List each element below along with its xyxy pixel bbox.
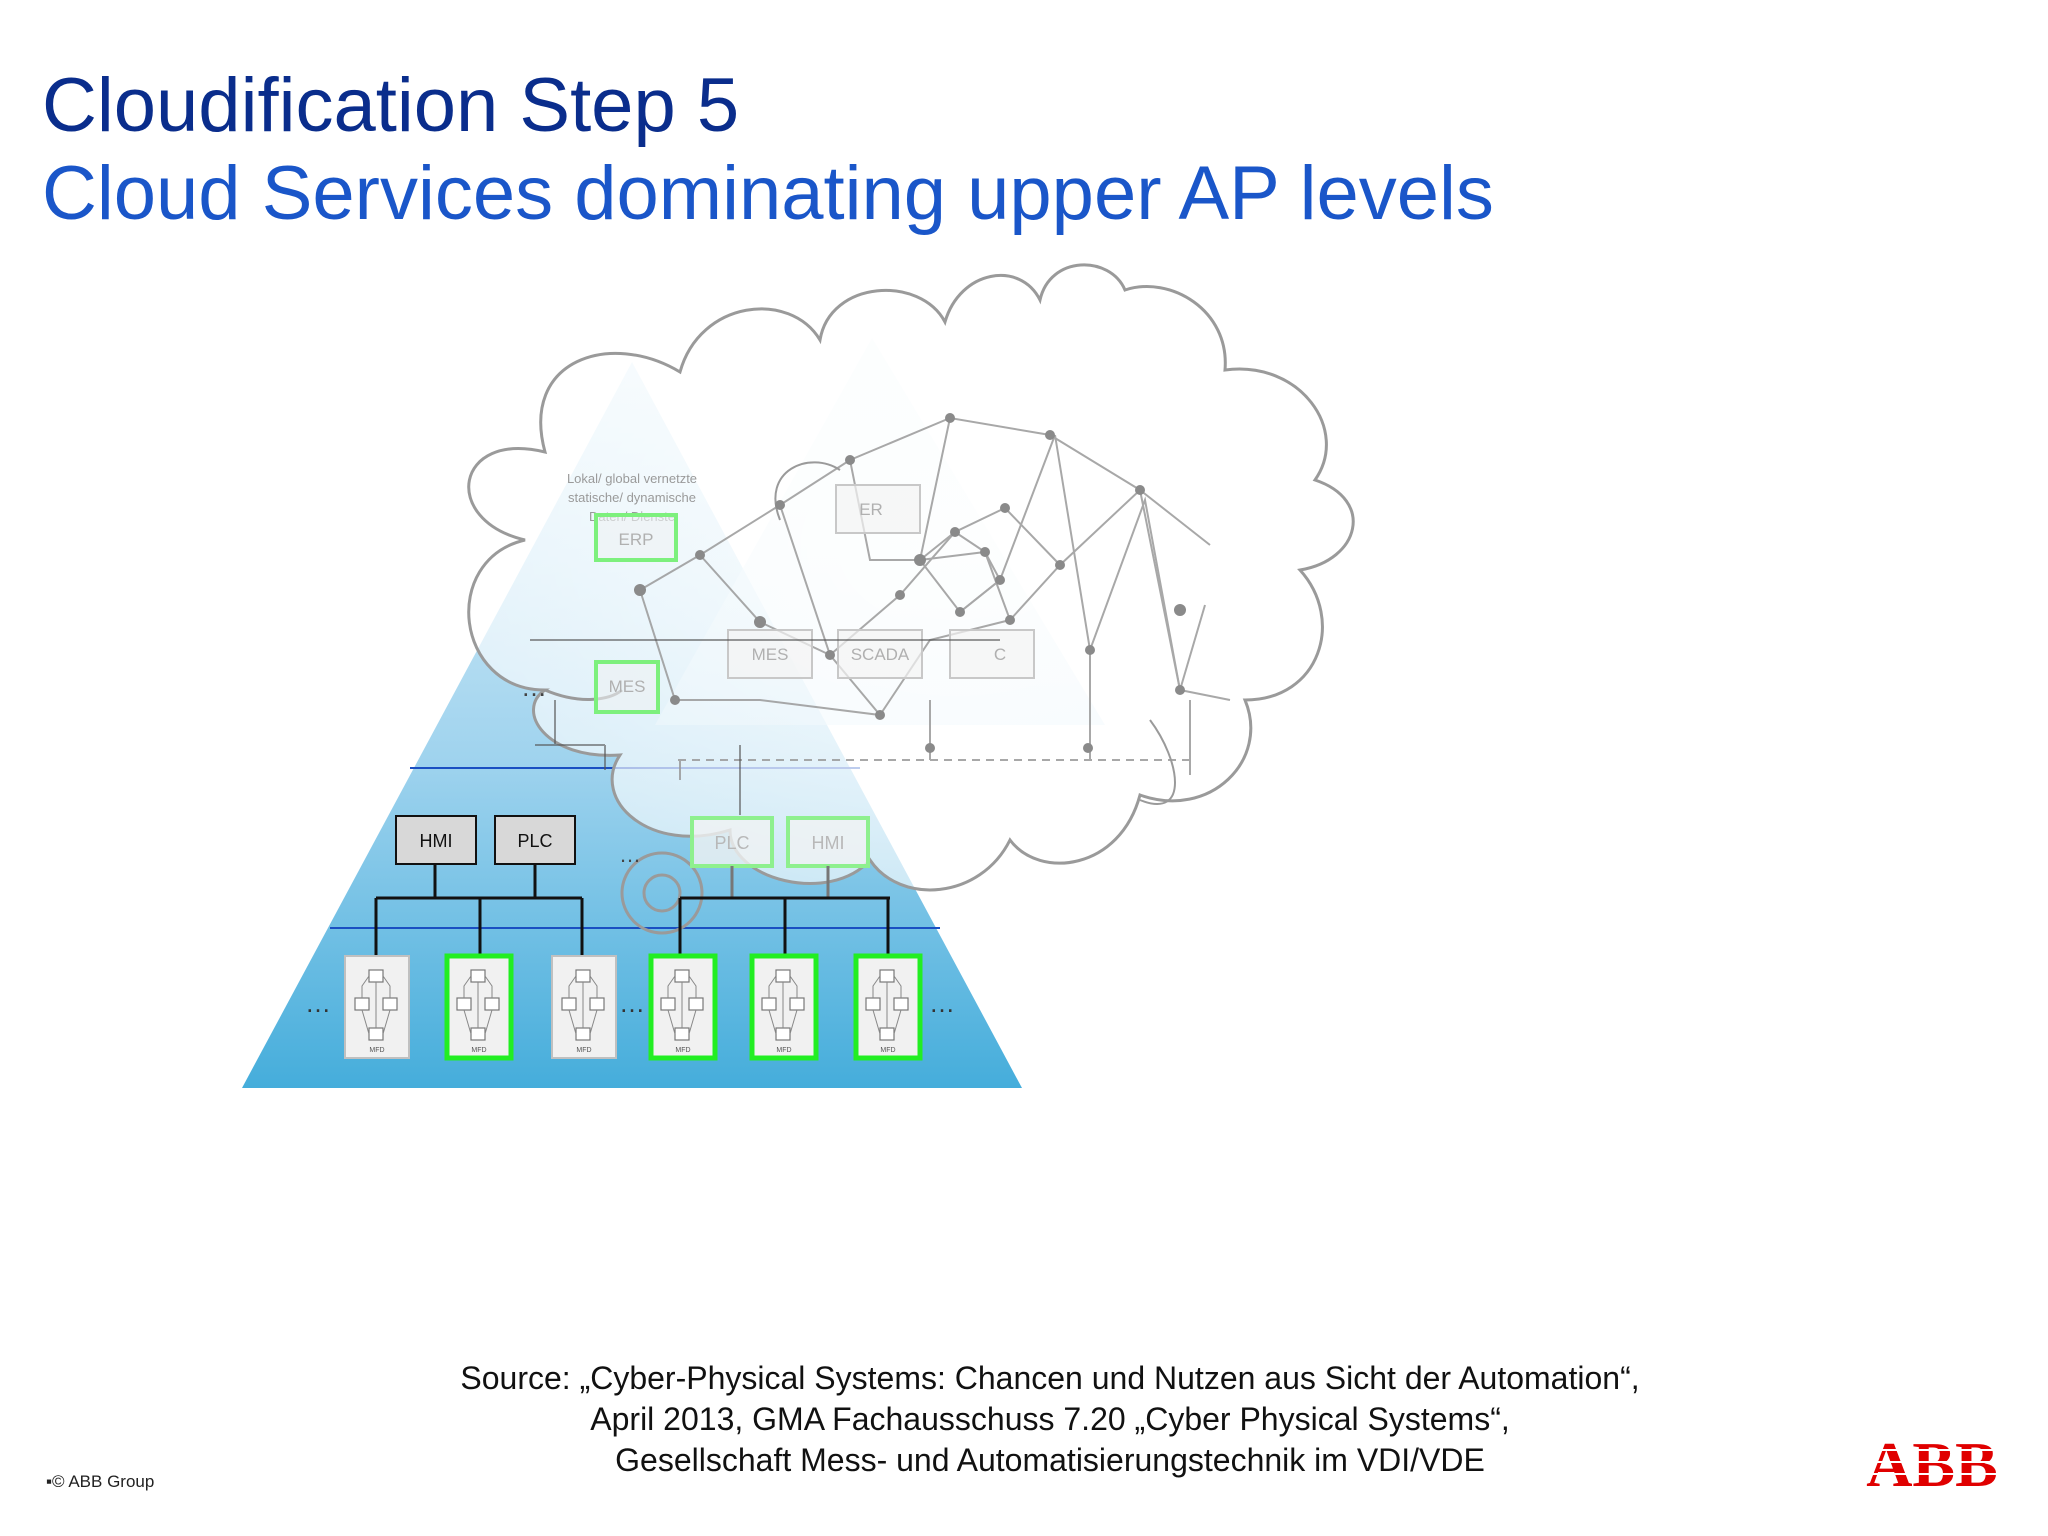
plc-label: PLC xyxy=(517,831,552,851)
device-module xyxy=(575,969,591,983)
cloud-swirl xyxy=(642,873,682,913)
cloud-note-line: statische/ dynamische xyxy=(568,490,696,505)
title-block: Cloudification Step 5 Cloud Services dom… xyxy=(42,62,1494,238)
mes-box xyxy=(594,660,660,714)
device-module xyxy=(456,997,472,1011)
cloud-note-line: Lokal/ global vernetzte xyxy=(567,471,697,486)
source-line: Gesellschaft Mess- und Automatisierungst… xyxy=(615,1442,1485,1478)
upper-connections xyxy=(530,639,1000,815)
device-module xyxy=(674,1027,690,1041)
device-module xyxy=(879,969,895,983)
mes-label: MES xyxy=(609,677,646,696)
hmi-box xyxy=(395,815,477,865)
c-label: C xyxy=(994,645,1006,664)
field-device: MFD xyxy=(648,953,718,1061)
network-nodes xyxy=(634,413,1186,753)
device-module xyxy=(382,997,398,1011)
device-wiring xyxy=(361,975,391,1035)
source-line: April 2013, GMA Fachausschuss 7.20 „Cybe… xyxy=(590,1401,1510,1437)
device-label: MFD xyxy=(576,1047,591,1054)
field-device: MFD xyxy=(853,953,923,1061)
device-module xyxy=(660,997,676,1011)
scada-label: SCADA xyxy=(851,645,910,664)
mes-cloud-label: MES xyxy=(752,645,789,664)
device-module xyxy=(775,969,791,983)
device-wiring xyxy=(768,975,798,1035)
device-wiring xyxy=(568,975,598,1035)
device-module xyxy=(484,997,500,1011)
device-module xyxy=(561,997,577,1011)
field-device: MFD xyxy=(344,955,410,1059)
device-module xyxy=(470,969,486,983)
ellipsis-middle: … xyxy=(619,988,645,1018)
device-module xyxy=(368,1027,384,1041)
device-label: MFD xyxy=(471,1047,486,1054)
device-wiring xyxy=(667,975,697,1035)
erp-box xyxy=(594,513,678,562)
c-box xyxy=(949,629,1035,679)
erp-label: ERP xyxy=(619,530,654,549)
plc-box xyxy=(494,815,576,865)
device-label: MFD xyxy=(776,1047,791,1054)
ellipsis-control: … xyxy=(619,842,641,867)
device-wiring xyxy=(872,975,902,1035)
er-box xyxy=(835,484,921,534)
fieldbus xyxy=(374,864,890,956)
cloud-hmi-label: HMI xyxy=(812,833,845,853)
device-module xyxy=(354,997,370,1011)
cloud-arc xyxy=(1139,719,1176,805)
page-subtitle: Cloud Services dominating upper AP level… xyxy=(42,151,1494,236)
field-ellipses: … … … xyxy=(305,988,955,1018)
device-label: MFD xyxy=(880,1047,895,1054)
cloud-hmi-box xyxy=(786,816,870,868)
control-level: HMI PLC PLC HMI … … xyxy=(395,672,870,868)
ellipsis-right: … xyxy=(929,988,955,1018)
field-devices: MFD MFD MFD MFD MFD MFD xyxy=(344,953,923,1061)
hmi-label: HMI xyxy=(420,831,453,851)
field-device: MFD xyxy=(749,953,819,1061)
device-wiring xyxy=(463,975,493,1035)
device-module xyxy=(775,1027,791,1041)
er-label: ER xyxy=(859,500,883,519)
abb-logo-text: ABB xyxy=(1866,1429,1998,1498)
device-module xyxy=(674,969,690,983)
device-module xyxy=(761,997,777,1011)
faded-boxes: ERP MES ER MES SCADA C xyxy=(594,484,1035,714)
device-module xyxy=(879,1027,895,1041)
device-module xyxy=(865,997,881,1011)
scada-box xyxy=(837,629,923,679)
device-module xyxy=(368,969,384,983)
abb-logo: ABB xyxy=(1852,1429,2012,1498)
device-module xyxy=(589,997,605,1011)
device-module xyxy=(789,997,805,1011)
cloud-swirl xyxy=(620,851,704,935)
device-module xyxy=(470,1027,486,1041)
source-citation: Source: „Cyber-Physical Systems: Chancen… xyxy=(360,1358,1740,1481)
page-title: Cloudification Step 5 xyxy=(42,63,740,148)
mes-box-cloud xyxy=(727,629,813,679)
device-module xyxy=(688,997,704,1011)
device-label: MFD xyxy=(369,1047,384,1054)
field-device: MFD xyxy=(444,953,514,1061)
field-device: MFD xyxy=(551,955,617,1059)
device-module xyxy=(893,997,909,1011)
device-label: MFD xyxy=(675,1047,690,1054)
ellipsis-upper: … xyxy=(521,672,547,702)
device-module xyxy=(575,1027,591,1041)
source-line: Source: „Cyber-Physical Systems: Chancen… xyxy=(460,1360,1640,1396)
copyright-footer: ▪© ABB Group xyxy=(46,1472,155,1491)
cloud-plc-box xyxy=(690,816,774,868)
ellipsis-left: … xyxy=(305,988,331,1018)
cloud-plc-label: PLC xyxy=(714,833,749,853)
